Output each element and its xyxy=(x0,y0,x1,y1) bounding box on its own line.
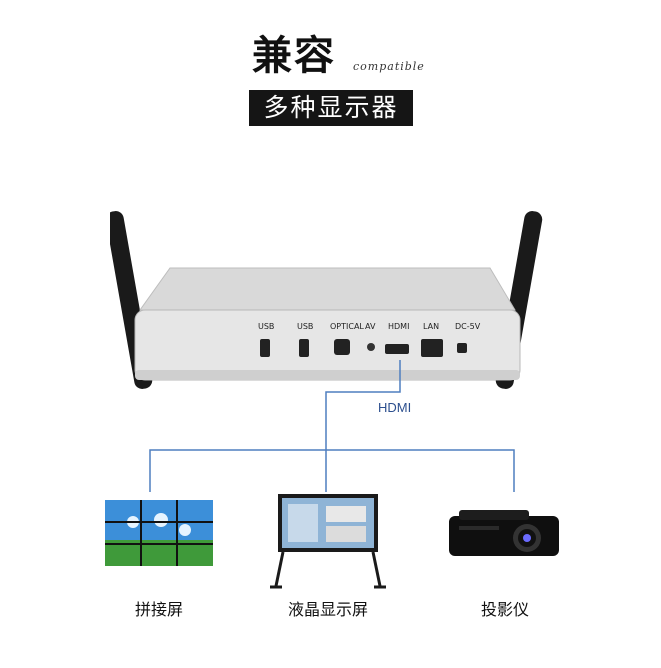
port-label: DC-5V xyxy=(455,322,481,331)
port-label: USB xyxy=(297,322,314,331)
page-title: 兼容 xyxy=(252,33,336,79)
display-label-video-wall: 拼接屏 xyxy=(134,600,183,619)
media-box-device xyxy=(105,200,550,400)
port-label: AV xyxy=(365,322,376,331)
lcd-monitor-icon xyxy=(268,494,388,594)
hdmi-port-icon xyxy=(385,344,409,354)
port-label: USB xyxy=(258,322,275,331)
lan-port-icon xyxy=(421,339,443,357)
page-title-script: compatible xyxy=(353,60,425,73)
projector-icon xyxy=(449,510,559,558)
port-label: HDMI xyxy=(388,322,410,331)
dc-power-port-icon xyxy=(457,343,467,353)
display-label-projector: 投影仪 xyxy=(480,600,529,619)
display-label-lcd: 液晶显示屏 xyxy=(287,600,368,619)
optical-port-icon xyxy=(334,339,350,355)
usb-port-icon xyxy=(260,339,270,357)
av-port-icon xyxy=(367,343,375,351)
port-label: LAN xyxy=(423,322,440,331)
hdmi-connection-label: HDMI xyxy=(378,400,412,415)
video-wall-icon xyxy=(105,500,213,566)
page-subtitle: 多种显示器 xyxy=(249,90,413,126)
usb-port-icon xyxy=(299,339,309,357)
port-panel: USB USB OPTICAL AV HDMI LAN DC-5V xyxy=(250,322,490,372)
port-label: OPTICAL xyxy=(330,322,364,331)
